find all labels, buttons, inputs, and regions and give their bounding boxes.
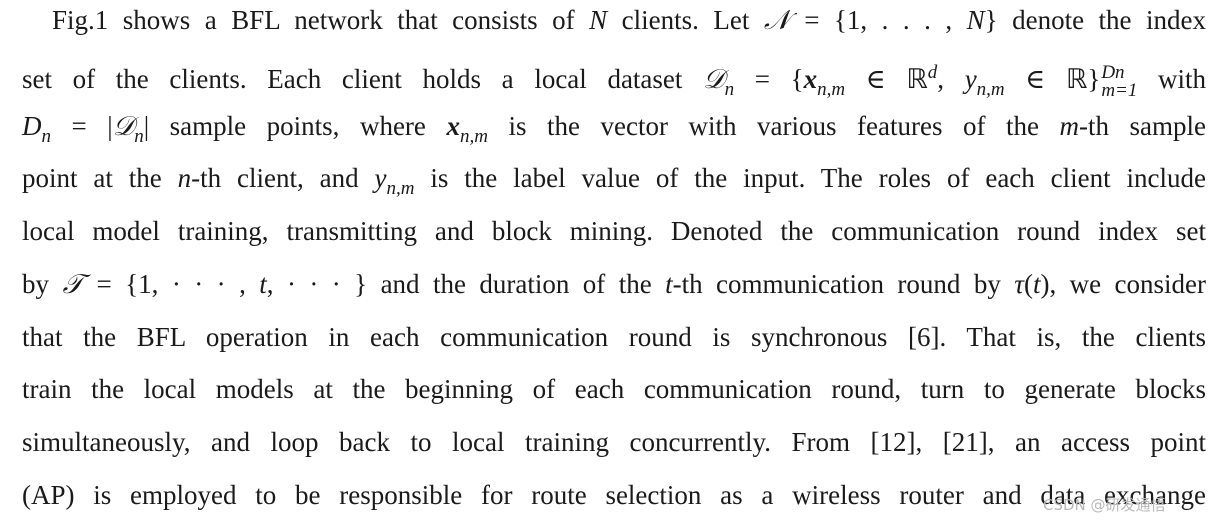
paragraph-line-7: that the BFL operation in each communica… (22, 317, 1206, 357)
math-real-set: ℝ (906, 64, 928, 95)
math-subscript: n,m (459, 126, 488, 147)
math-n: n (177, 163, 192, 193)
text-run: -th communication round by (672, 269, 1015, 299)
text-run: with (1137, 64, 1207, 94)
text-run: -th client, and (191, 163, 375, 193)
paragraph-line-5: local model training, transmitting and b… (22, 211, 1206, 251)
text-run: is the label value of the input. The rol… (414, 163, 1206, 193)
text-run: is the vector with various features of t… (487, 111, 1060, 141)
math-cal-D: 𝒟 (703, 64, 725, 95)
paragraph-line-10: (AP) is employed to be responsible for r… (22, 475, 1206, 515)
text-run: = { (734, 64, 804, 94)
text-run: local model training, transmitting and b… (22, 216, 1206, 246)
math-cal-N: 𝒩 (763, 5, 790, 36)
math-cal-T: 𝒯 (62, 269, 84, 300)
paragraph-line-9: simultaneously, and loop back to local t… (22, 422, 1206, 462)
math-subscript: n,m (386, 178, 415, 199)
math-bold-x: x (803, 64, 818, 94)
math-subscript: m=1 (1101, 79, 1138, 101)
paragraph-line-6: by 𝒯 = {1, · · · , t, · · · } and the du… (22, 264, 1206, 304)
text-run: } (1087, 64, 1101, 94)
math-subscript: n (41, 126, 52, 147)
text-run: clients. Let (607, 5, 764, 35)
math-N: N (966, 5, 985, 35)
text-run: set of the clients. Each client holds a … (22, 64, 704, 94)
math-y: y (374, 163, 387, 193)
text-run: ∈ (845, 64, 907, 94)
text-run: Fig.1 shows a BFL network that consists … (52, 5, 590, 35)
math-real-set: ℝ (1065, 64, 1088, 95)
math-N: N (589, 5, 608, 35)
paragraph-line-1: Fig.1 shows a BFL network that consists … (52, 0, 1206, 40)
text-run: = {1, · · · , (83, 269, 260, 299)
text-run: | sample points, where (143, 111, 447, 141)
text-run: train the local models at the beginning … (22, 374, 1206, 404)
paragraph-line-2: set of the clients. Each client holds a … (22, 53, 1207, 100)
math-subscript: n,m (817, 79, 846, 100)
math-t: t (665, 269, 673, 299)
text-run: = {1, . . . , (789, 5, 967, 35)
math-tau: τ (1014, 269, 1024, 299)
math-t: t (259, 269, 267, 299)
math-y: y (964, 64, 977, 94)
paragraph-line-3: Dn = |𝒟n| sample points, where xn,m is t… (22, 106, 1206, 147)
text-run: ∈ (1004, 64, 1066, 94)
math-bold-x: x (446, 111, 460, 141)
math-t: t (1032, 269, 1041, 299)
text-run: , · · · } and the duration of the (266, 269, 666, 299)
text-run: -th sample (1079, 111, 1206, 141)
text-run: = | (51, 111, 113, 141)
text-run: that the BFL operation in each communica… (22, 322, 1206, 352)
paragraph-line-4: point at the n-th client, and yn,m is th… (22, 158, 1206, 199)
text-run: (AP) is employed to be responsible for r… (22, 480, 1206, 510)
csdn-watermark: CSDN @研发通悟 (1043, 496, 1166, 514)
text-run: ( (1023, 269, 1033, 299)
text-run: point at the (22, 163, 178, 193)
text-run: ), we consider (1040, 269, 1206, 299)
text-run: simultaneously, and loop back to local t… (22, 427, 1206, 457)
text-run: } denote the index (984, 5, 1207, 35)
math-m: m (1059, 111, 1080, 141)
math-superscript: d (927, 62, 938, 83)
math-cal-D: 𝒟 (112, 111, 135, 142)
text-run: by (22, 269, 63, 299)
math-subscript: n,m (976, 79, 1005, 100)
paragraph-line-8: train the local models at the beginning … (22, 369, 1206, 409)
text-run: , (937, 64, 965, 94)
math-D: D (22, 111, 42, 141)
math-subscript: n (134, 126, 144, 147)
math-subscript: n (724, 79, 735, 100)
math-superscript: Dn (1101, 61, 1125, 83)
